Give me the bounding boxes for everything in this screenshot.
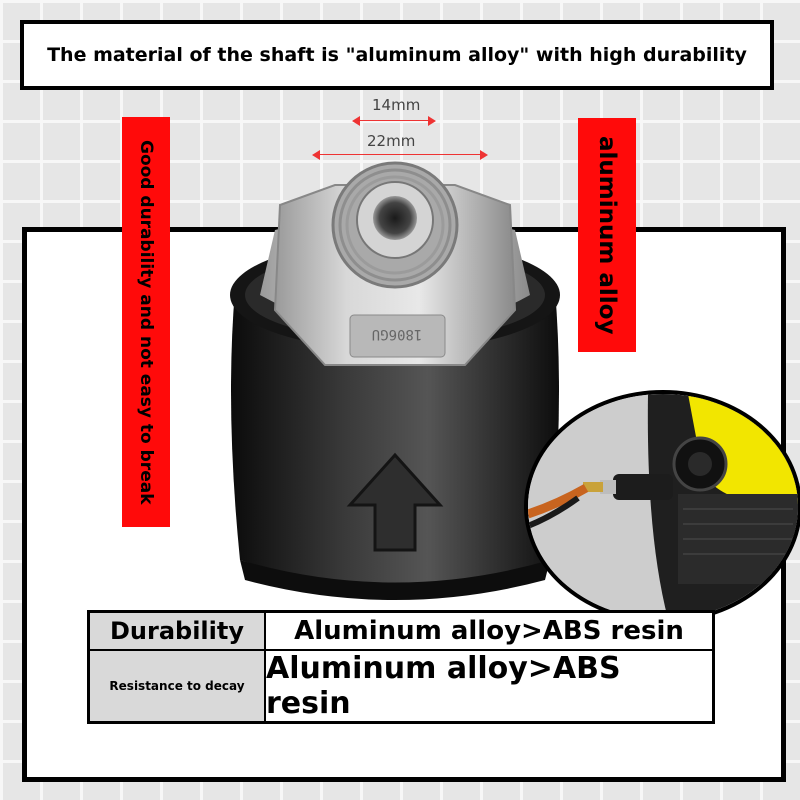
durability-banner: Good durability and not easy to break — [122, 117, 170, 527]
material-banner-text: aluminum alloy — [594, 135, 620, 335]
durability-value-cell: Aluminum alloy>ABS resin — [265, 612, 713, 650]
durability-label: Durability — [109, 617, 244, 645]
embossed-code: 1806GU — [372, 326, 423, 342]
header-caption: The material of the shaft is "aluminum a… — [20, 20, 774, 90]
usage-inset-photo — [524, 390, 800, 623]
dimension-inner-label: 14mm — [372, 96, 421, 114]
dimension-outer-line — [312, 150, 488, 160]
durability-banner-text: Good durability and not easy to break — [136, 139, 156, 505]
dimension-outer-label: 22mm — [367, 132, 416, 150]
decay-value: Aluminum alloy>ABS resin — [266, 651, 621, 721]
durability-label-cell: Durability — [89, 612, 265, 650]
dimension-inner-line — [352, 116, 436, 126]
material-banner: aluminum alloy — [578, 118, 636, 352]
decay-label: Resistance to decay — [109, 679, 245, 693]
header-text: The material of the shaft is "aluminum a… — [47, 44, 747, 66]
decay-value-cell: Aluminum alloy>ABS resin — [265, 650, 713, 722]
quick-connector-image: 1806GU — [230, 161, 560, 600]
comparison-table: Durability Aluminum alloy>ABS resin Resi… — [87, 610, 715, 724]
durability-value: Aluminum alloy>ABS resin — [294, 616, 684, 646]
pressure-washer-illustration — [528, 394, 798, 619]
decay-label-cell: Resistance to decay — [89, 650, 265, 722]
